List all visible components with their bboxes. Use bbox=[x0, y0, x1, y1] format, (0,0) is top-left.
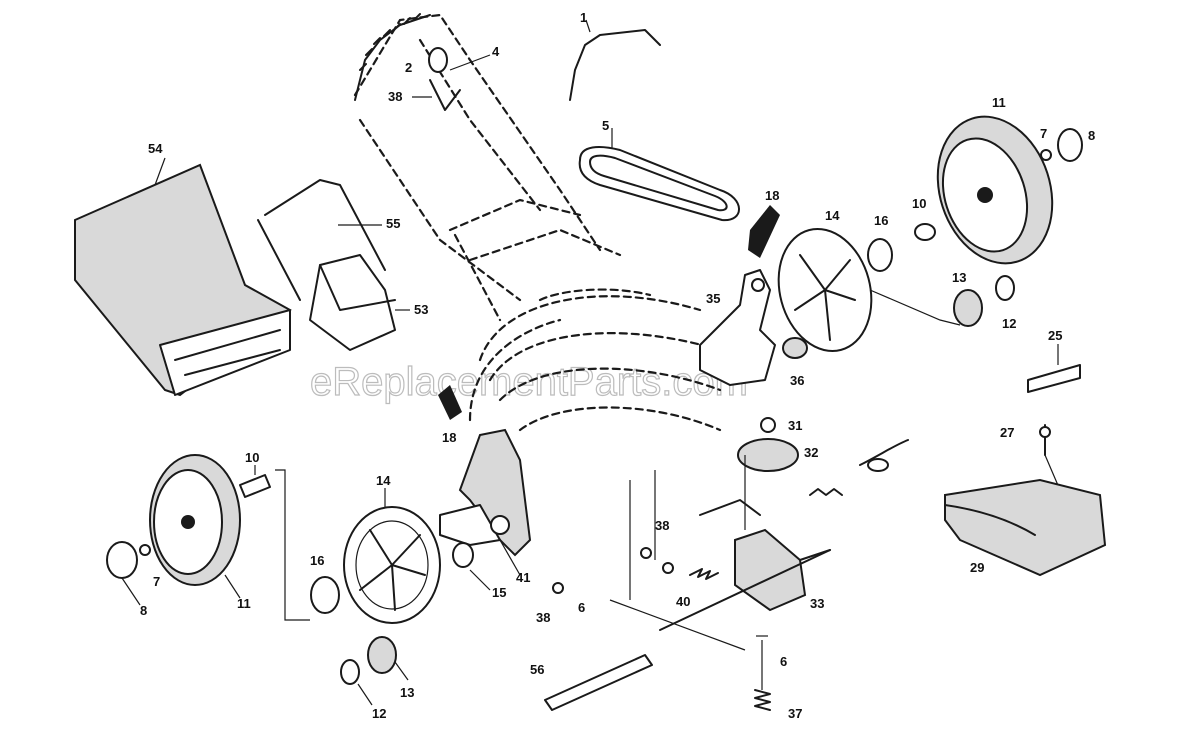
callout-38-low: 38 bbox=[536, 610, 550, 625]
callout-13-right: 13 bbox=[952, 270, 966, 285]
callout-38-handle: 38 bbox=[388, 89, 402, 104]
small-hardware-part bbox=[552, 470, 746, 651]
left-wheel-cap-part bbox=[106, 541, 151, 606]
callout-54: 54 bbox=[148, 141, 163, 156]
drive-bracket-part bbox=[699, 269, 808, 386]
bag-frame-part bbox=[257, 179, 386, 301]
callout-7-right: 7 bbox=[1040, 126, 1047, 141]
callout-35: 35 bbox=[706, 291, 720, 306]
transmission-part bbox=[699, 439, 909, 612]
deck-outline bbox=[468, 288, 722, 432]
callout-27: 27 bbox=[1000, 425, 1014, 440]
pulley-part bbox=[737, 417, 799, 530]
right-pinion-part bbox=[869, 275, 1015, 327]
callout-56: 56 bbox=[530, 662, 544, 677]
callout-18-lower: 18 bbox=[442, 430, 456, 445]
callout-labels: 1 2 4 38 5 54 55 53 18 18 14 14 16 16 10… bbox=[140, 10, 1095, 721]
callout-13-left: 13 bbox=[400, 685, 414, 700]
callout-18-upper: 18 bbox=[765, 188, 779, 203]
right-washer-part bbox=[867, 223, 936, 272]
bag-inner-frame-part bbox=[309, 254, 410, 351]
grass-bag-part bbox=[74, 157, 292, 397]
callout-33: 33 bbox=[810, 596, 824, 611]
callout-14-left: 14 bbox=[376, 473, 391, 488]
callout-53: 53 bbox=[414, 302, 428, 317]
axle-rod-part bbox=[659, 549, 831, 631]
pad-part-lower bbox=[438, 385, 462, 420]
callout-25: 25 bbox=[1048, 328, 1062, 343]
callout-55: 55 bbox=[386, 216, 400, 231]
callout-10-right: 10 bbox=[912, 196, 926, 211]
right-wheel-hub-part bbox=[777, 227, 873, 353]
callout-14-right: 14 bbox=[825, 208, 840, 223]
left-washer-part bbox=[310, 542, 491, 614]
callout-7-left: 7 bbox=[153, 574, 160, 589]
right-wheel-part bbox=[936, 115, 1054, 265]
callout-15: 15 bbox=[492, 585, 506, 600]
callout-12-right: 12 bbox=[1002, 316, 1016, 331]
callout-32: 32 bbox=[804, 445, 818, 460]
left-wheel-part bbox=[149, 454, 241, 599]
left-height-bracket-part bbox=[439, 428, 532, 576]
discharge-cover-part bbox=[944, 478, 1107, 577]
callout-40: 40 bbox=[676, 594, 690, 609]
callout-41: 41 bbox=[516, 570, 530, 585]
left-pinion-part bbox=[340, 636, 409, 706]
label-part bbox=[1027, 344, 1081, 393]
left-axle-bushing-part bbox=[239, 465, 310, 621]
callout-8-right: 8 bbox=[1088, 128, 1095, 143]
pad-part-upper bbox=[748, 205, 780, 258]
callout-5: 5 bbox=[602, 118, 609, 133]
callout-11-left: 11 bbox=[237, 596, 251, 611]
callout-1: 1 bbox=[580, 10, 587, 25]
control-bar-part bbox=[569, 19, 661, 101]
callout-12-left: 12 bbox=[372, 706, 386, 721]
callout-10-left: 10 bbox=[245, 450, 259, 465]
callout-31: 31 bbox=[788, 418, 802, 433]
callout-16-left: 16 bbox=[310, 553, 324, 568]
callout-6-mid: 6 bbox=[578, 600, 585, 615]
callout-6-low: 6 bbox=[780, 654, 787, 669]
drive-shaft-part bbox=[544, 654, 653, 711]
callout-8-left: 8 bbox=[140, 603, 147, 618]
right-wheel-cap-part bbox=[1040, 128, 1083, 162]
callout-4: 4 bbox=[492, 44, 500, 59]
handle-bracket-part bbox=[412, 47, 491, 111]
left-wheel-hub-part bbox=[343, 488, 441, 624]
callout-16-right: 16 bbox=[874, 213, 888, 228]
callout-29: 29 bbox=[970, 560, 984, 575]
callout-38-mid: 38 bbox=[655, 518, 669, 533]
callout-37: 37 bbox=[788, 706, 802, 721]
callout-36: 36 bbox=[790, 373, 804, 388]
callout-2: 2 bbox=[405, 60, 412, 75]
callout-11-right: 11 bbox=[992, 95, 1006, 110]
drive-belt-part bbox=[578, 128, 740, 222]
watermark-text: eReplacementParts.com bbox=[310, 360, 748, 404]
spring-part bbox=[754, 635, 771, 711]
handle-grip bbox=[354, 13, 431, 101]
